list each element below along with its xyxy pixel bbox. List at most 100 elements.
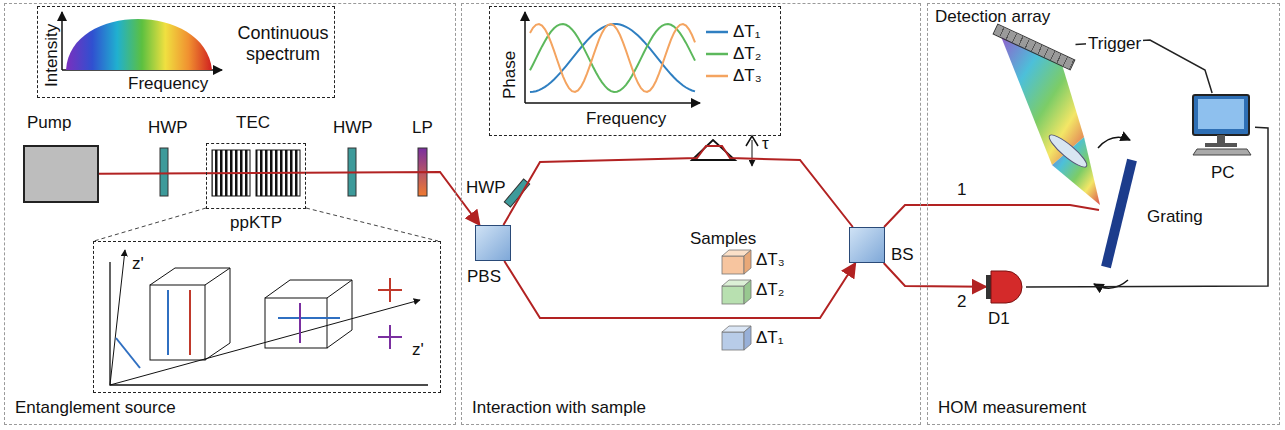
light-beam — [504, 261, 855, 318]
node-text: Pump — [27, 113, 71, 132]
text-slot: HWP — [333, 118, 373, 138]
text-slot: PC — [1211, 163, 1235, 183]
node-shape — [1099, 156, 1139, 271]
part-label: LP — [412, 118, 433, 137]
node-text: Intensity — [42, 24, 61, 87]
text-slot: TEC — [236, 113, 270, 133]
text-slot: ΔT₃ — [756, 250, 785, 270]
text-slot: Phase — [500, 51, 520, 99]
text-slot: ΔT₃ — [733, 66, 762, 86]
light-beam — [503, 146, 852, 227]
text-slot: Intensity — [42, 24, 62, 87]
text-slot: Entanglement source — [15, 398, 176, 418]
part-label: Samples — [690, 229, 756, 248]
light-beam — [884, 263, 986, 287]
pump-laser: Pump — [21, 113, 103, 207]
computer: PC — [1189, 93, 1261, 193]
node-shape — [986, 269, 1026, 305]
node-text: PC — [1211, 163, 1235, 182]
text-slot: D1 — [988, 309, 1010, 329]
grating: Grating — [1089, 151, 1214, 281]
text-slot: ΔT₁ — [756, 328, 783, 348]
text-slot: Grating — [1147, 207, 1203, 227]
text-slot: Trigger — [1086, 34, 1143, 54]
edge-label: 1 — [955, 180, 968, 199]
spectrum-inset: Continuous spectrum IntensityFrequency — [37, 6, 335, 98]
signal-wire — [1026, 127, 1268, 287]
legend-text: ΔT₃ — [733, 66, 762, 85]
part-label: HWP — [333, 118, 373, 137]
text-slot: BS — [891, 245, 914, 265]
text-slot: τ — [762, 134, 769, 154]
detector: D1 — [986, 269, 1036, 335]
node-text: D1 — [988, 309, 1010, 328]
node-text: z' — [412, 340, 424, 359]
text-slot: HWP — [466, 178, 506, 198]
beam-splitter: BS — [849, 227, 921, 268]
detection-array: Detection array — [931, 5, 1081, 75]
text-slot: Frequency — [128, 74, 208, 94]
text-slot: Pump — [27, 113, 71, 133]
crystal-zoom-inset: z' z' — [93, 241, 441, 393]
text-slot: Interaction with sample — [472, 398, 646, 418]
phase-curve — [530, 24, 695, 92]
legend-text: ΔT₂ — [733, 44, 761, 63]
section-panel: Entanglement source Continuous spectrum In… — [4, 3, 456, 425]
node-text: BS — [891, 245, 914, 264]
node-text: Frequency — [128, 74, 208, 93]
text-slot: ppKTP — [230, 213, 282, 233]
part-label: τ — [762, 134, 769, 153]
node-text: Interaction with sample — [472, 398, 646, 417]
node-shape — [206, 143, 306, 209]
node-text: Continuous spectrum — [237, 23, 328, 64]
node-text: Grating — [1147, 207, 1203, 226]
part-label: HWP — [466, 178, 506, 197]
text-slot: Samples — [690, 229, 756, 249]
node-text: ppKTP — [230, 213, 282, 232]
node-text: Detection array — [935, 7, 1050, 26]
phase-curve — [530, 24, 695, 92]
node-text: Frequency — [586, 109, 666, 128]
node-shape — [23, 145, 99, 203]
edge-label: Trigger — [1086, 34, 1143, 53]
node-shape — [475, 225, 511, 261]
light-beam — [884, 205, 1099, 227]
node-shape — [992, 23, 1075, 70]
text-slot: PBS — [467, 267, 501, 287]
part-label: HWP — [148, 118, 188, 137]
section-panel: HOM measurement Detection arrayPC GratingD… — [927, 3, 1280, 425]
node-text: z' — [132, 254, 144, 273]
text-slot: Detection array — [935, 7, 1050, 27]
text-slot: ΔT₂ — [756, 280, 784, 300]
tec-crystal-mount: TEC ppKTP — [204, 113, 310, 236]
node-text: PBS — [467, 267, 501, 286]
part-label: ΔT₂ — [756, 280, 784, 299]
text-slot: ΔT₂ — [733, 44, 761, 64]
legend-text: ΔT₁ — [733, 22, 760, 41]
light-beam — [99, 172, 480, 225]
text-slot: z' — [132, 254, 144, 274]
text-slot: 1 — [955, 180, 968, 200]
node-text: Phase — [500, 51, 519, 99]
node-text: HOM measurement — [938, 398, 1086, 417]
phase-curve — [530, 24, 695, 92]
beam-splitter: PBS — [475, 225, 519, 293]
node-shape — [849, 227, 885, 263]
node-text: Entanglement source — [15, 398, 176, 417]
text-slot: HOM measurement — [938, 398, 1086, 418]
text-slot: LP — [412, 118, 433, 138]
part-label: ΔT₃ — [756, 250, 785, 269]
edge-label: 2 — [955, 292, 968, 311]
text-slot: Frequency — [586, 109, 666, 129]
text-slot: 2 — [955, 292, 968, 312]
text-slot: z' — [412, 340, 424, 360]
node-text: TEC — [236, 113, 270, 132]
text-slot: HWP — [148, 118, 188, 138]
part-label: ΔT₁ — [756, 328, 783, 347]
node-shape — [1189, 93, 1255, 157]
text-slot: ΔT₁ — [733, 22, 760, 42]
section-panel: Interaction with sample PhaseFrequencyPBS… — [461, 3, 921, 425]
text-slot: Continuous spectrum — [234, 23, 332, 64]
